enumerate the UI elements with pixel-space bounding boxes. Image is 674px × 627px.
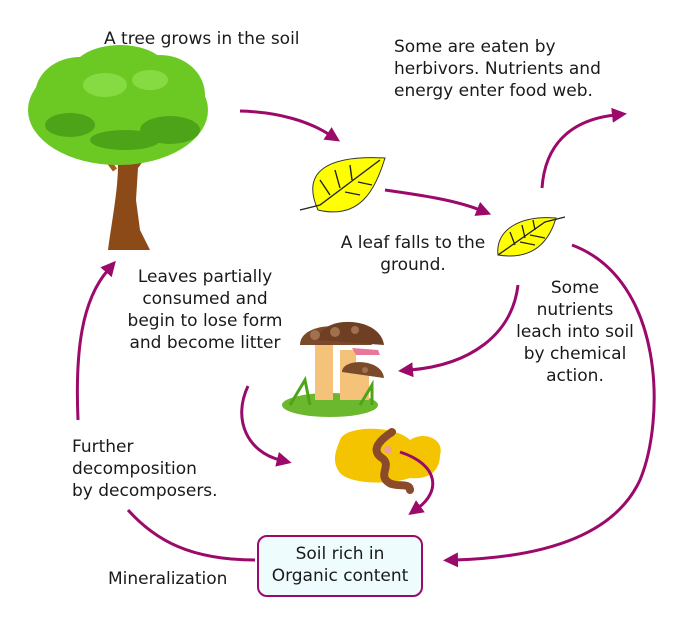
arrow-soil-to-decomposition: [126, 508, 256, 562]
arrow-worm-to-soil: [399, 450, 435, 516]
label-decomposition: Further decomposition by decomposers.: [72, 437, 218, 501]
arrow-to-food-web: [540, 107, 627, 189]
label-tree-grows: A tree grows in the soil: [104, 29, 300, 49]
arrow-leach-to-mushrooms: [398, 284, 520, 378]
label-herbivores: Some are eaten by herbivors. Nutrients a…: [394, 37, 601, 101]
arrow-litter-to-worm: [240, 385, 292, 467]
fallen-leaf-illustration: [497, 216, 566, 257]
label-mineralization: Mineralization: [108, 569, 228, 589]
label-leach: Some nutrients leach into soil by chemic…: [516, 278, 634, 386]
earthworm-illustration: [334, 428, 441, 494]
soil-organic-content-box: Soil rich in Organic content: [257, 535, 423, 597]
mushrooms-illustration: [282, 321, 384, 417]
label-leaf-falls: A leaf falls to the ground.: [340, 233, 486, 275]
arrow-tree-to-leaf: [239, 109, 341, 142]
label-litter: Leaves partially consumed and begin to l…: [127, 267, 283, 353]
leaf-illustration: [299, 157, 386, 213]
cycle-arrows: [75, 107, 656, 568]
tree-illustration: [28, 45, 208, 250]
arrow-leaf-to-fallen-leaf: [384, 188, 492, 216]
arrow-decomposition-to-tree: [75, 260, 116, 421]
arrow-leaf-to-soil: [443, 243, 656, 568]
